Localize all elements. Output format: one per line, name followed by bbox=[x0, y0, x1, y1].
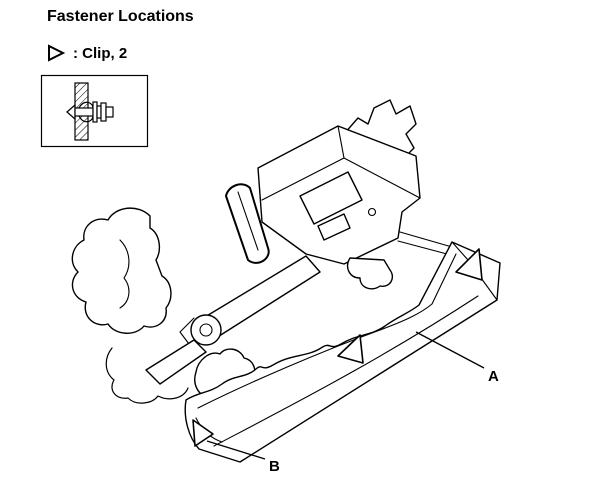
harness-lines bbox=[397, 231, 453, 255]
clip-inset-border bbox=[40, 74, 149, 148]
label-b: B bbox=[269, 458, 280, 475]
legend-clip-label: : Clip, 2 bbox=[73, 44, 128, 62]
steering-column-illustration bbox=[71, 99, 501, 463]
control-stalk bbox=[225, 183, 270, 264]
u-joint-yoke bbox=[179, 317, 195, 349]
page-title: Fastener Locations bbox=[47, 8, 194, 25]
label-a: A bbox=[488, 368, 499, 385]
lower-wavy-edge bbox=[105, 347, 189, 404]
column-tab bbox=[346, 257, 394, 290]
dash-fragment-detail bbox=[119, 239, 130, 309]
u-joint-center bbox=[199, 323, 213, 337]
control-stalk-line bbox=[237, 191, 259, 251]
connector-block-small bbox=[317, 213, 351, 241]
shaft-lower bbox=[145, 339, 207, 385]
clip-detail-inset bbox=[40, 74, 149, 148]
clip-marker-icon bbox=[455, 248, 483, 281]
column-body-edge bbox=[261, 125, 421, 201]
legend: : Clip, 2 bbox=[46, 43, 127, 63]
clip-marker-icon bbox=[48, 44, 66, 62]
clip-marker-icon bbox=[192, 419, 214, 447]
label-a-leader bbox=[415, 331, 485, 369]
label-b-leader bbox=[206, 440, 266, 460]
push-clip-icon bbox=[66, 101, 114, 123]
bolt-detail bbox=[367, 207, 377, 217]
under-cover-crease bbox=[213, 295, 479, 447]
callouts: A B bbox=[206, 331, 499, 475]
clip-marker-icon bbox=[337, 334, 364, 364]
connector-block bbox=[299, 171, 363, 225]
dash-fragment-outline bbox=[71, 207, 172, 334]
